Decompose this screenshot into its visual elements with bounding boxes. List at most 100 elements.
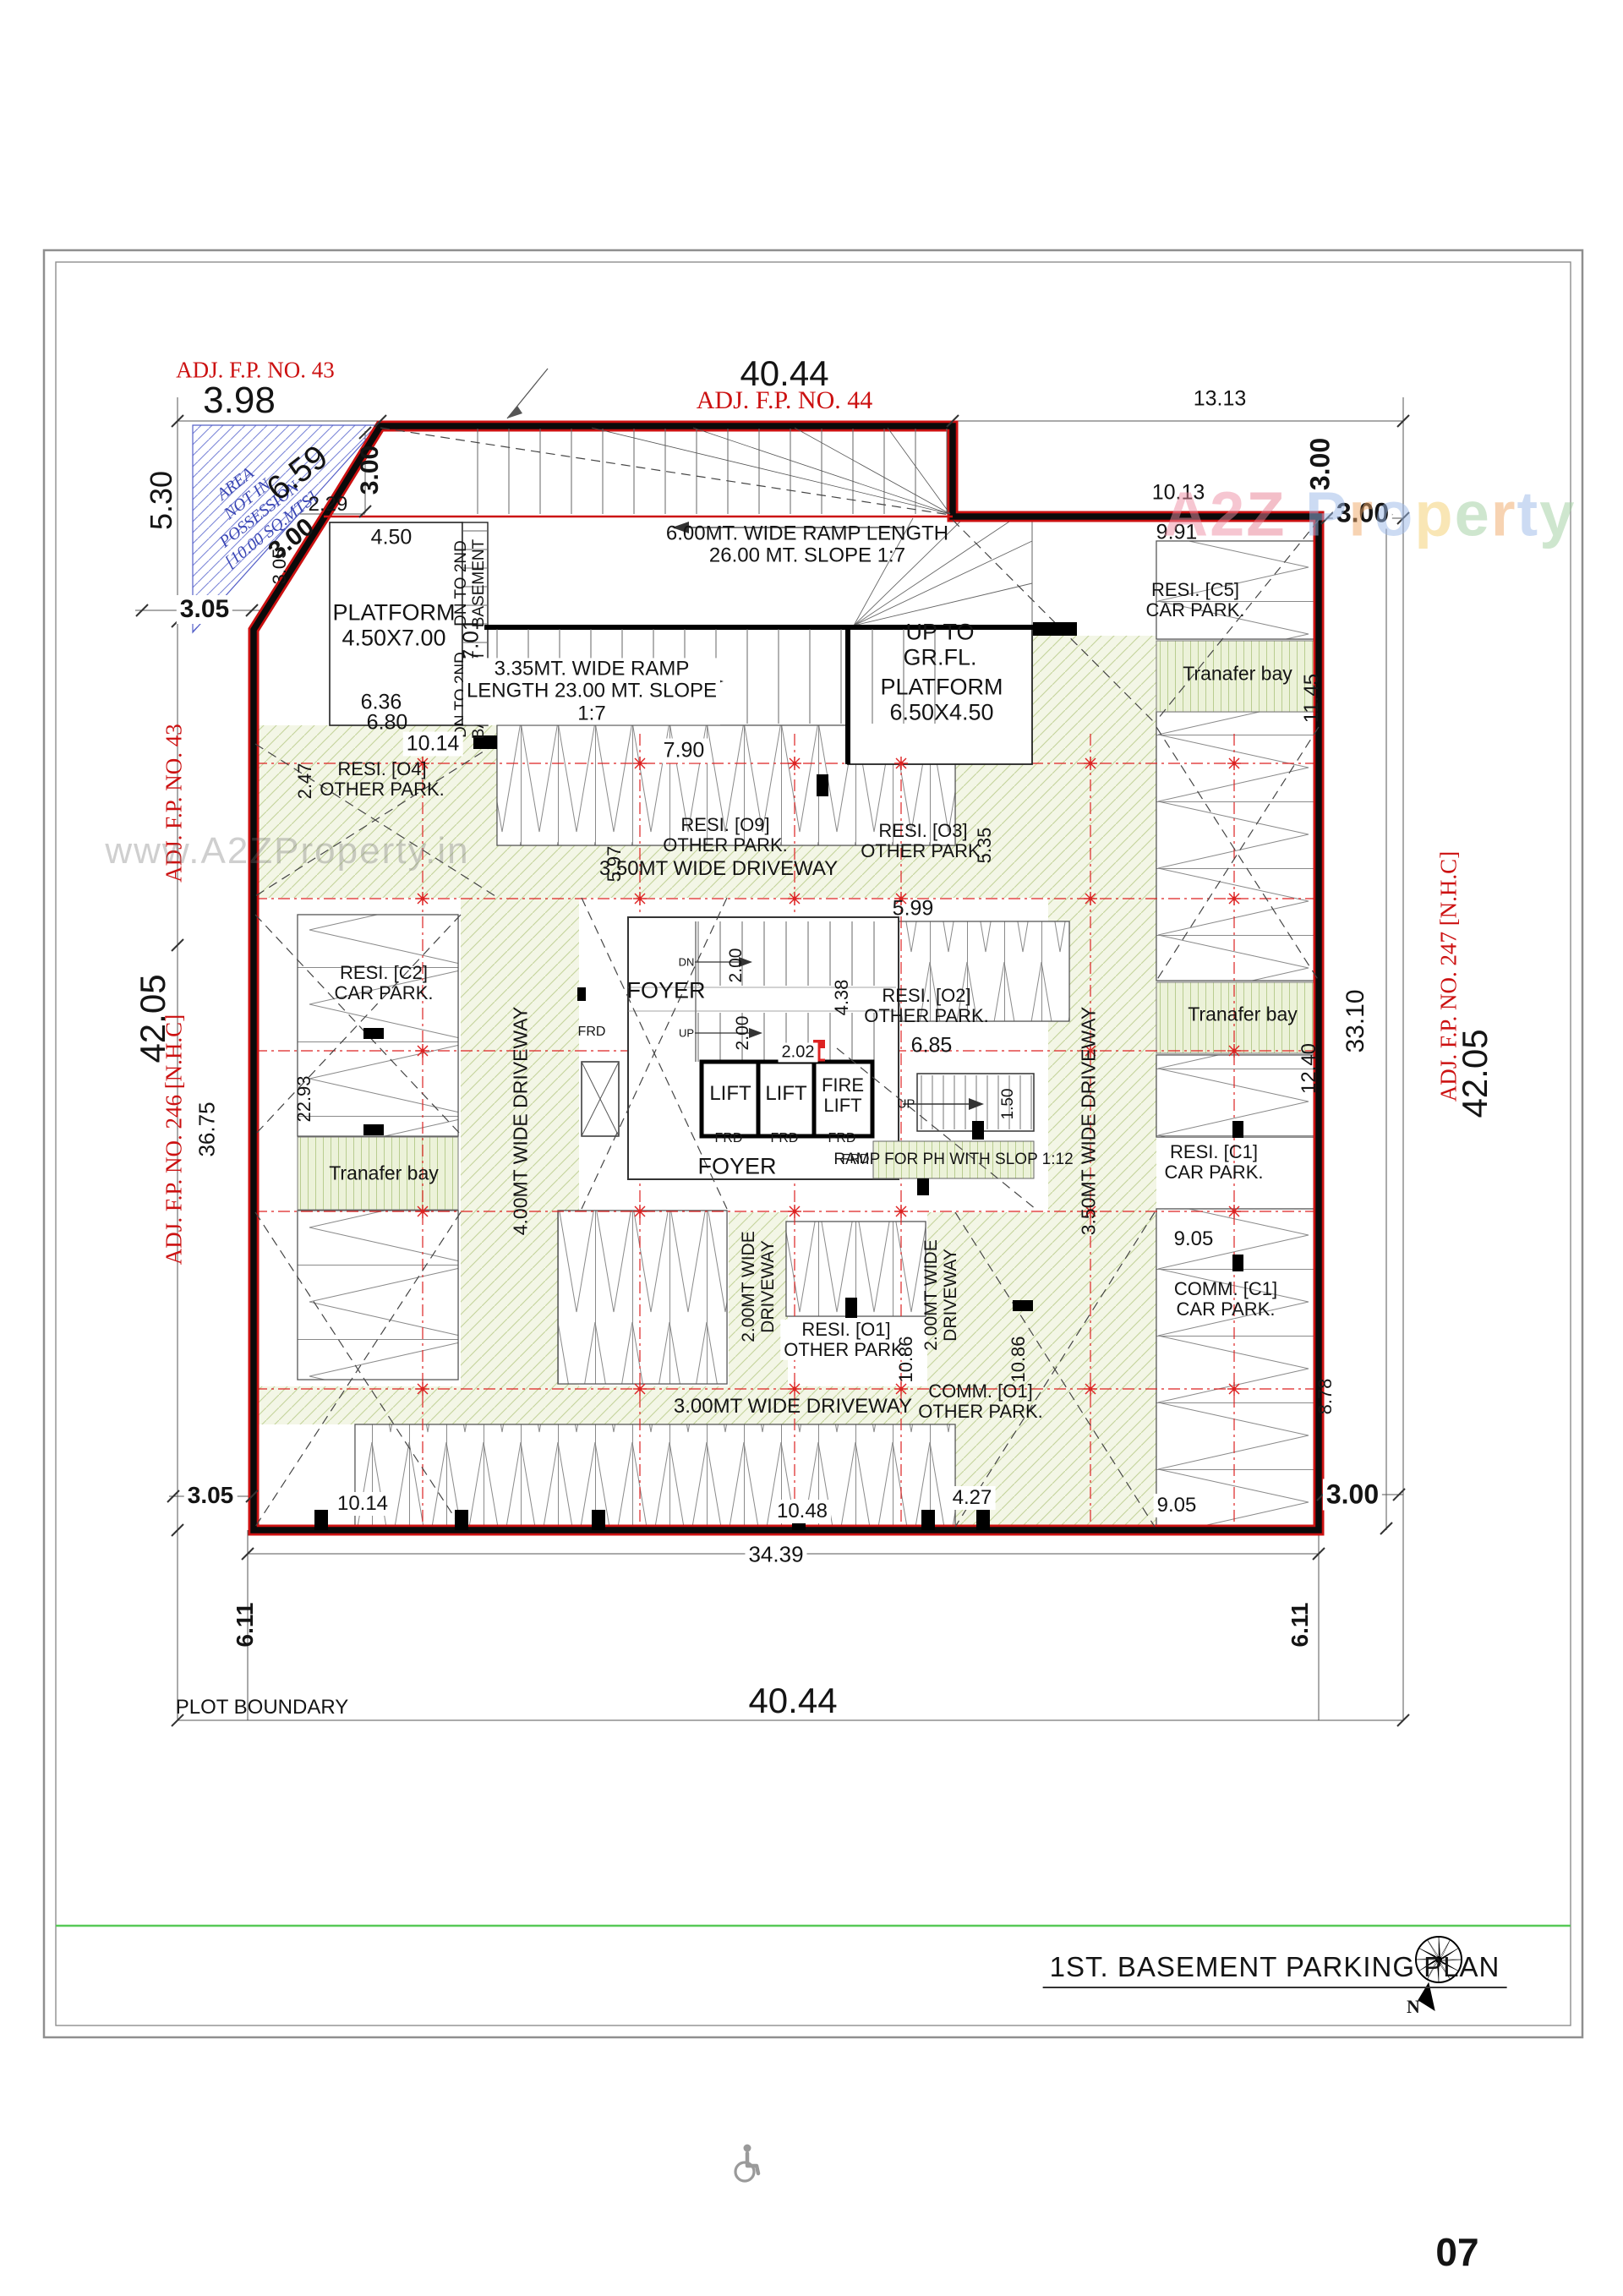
dim-11-45: 11.45 bbox=[1300, 673, 1323, 724]
comm-o1-line1: COMM. [O1] bbox=[928, 1380, 1033, 1402]
page-number: 07 bbox=[1435, 2230, 1479, 2274]
parking-resi-o9-label: RESI. [O9] OTHER PARK. bbox=[663, 813, 788, 856]
fire-lift-line1: FIRE bbox=[821, 1074, 865, 1096]
driveway-350-top-label: 3.50MT WIDE DRIVEWAY bbox=[598, 857, 839, 880]
dim-10-14-bottom: 10.14 bbox=[333, 1492, 392, 1516]
frd-ramp-ph: FRD bbox=[841, 1152, 870, 1167]
parking-resi-o1-label: RESI. [O1] OTHER PARK. bbox=[780, 1318, 912, 1361]
driveway-200-1-label: 2.00MT WIDE DRIVEWAY bbox=[739, 1231, 778, 1342]
dim-6-85: 6.85 bbox=[910, 1033, 953, 1058]
ramp335-line3: 1:7 bbox=[577, 702, 606, 725]
driveway-350-right-label: 3.50MT WIDE DRIVEWAY bbox=[1077, 1006, 1100, 1236]
dim-4-38: 4.38 bbox=[831, 979, 852, 1016]
up-to-grfl-label: UP TO GR.FL. bbox=[903, 620, 976, 670]
adj-plot-44-label: ADJ. F.P. NO. 44 bbox=[696, 386, 873, 414]
resi-o3-line2: OTHER PARK. bbox=[861, 840, 986, 861]
ramp-6m-line1: 6.00MT. WIDE RAMP LENGTH bbox=[665, 522, 949, 545]
dim-33-10: 33.10 bbox=[1342, 989, 1369, 1053]
resi-o1-line1: RESI. [O1] bbox=[801, 1318, 891, 1340]
dim-42-05-right: 42.05 bbox=[1455, 1029, 1495, 1118]
transfer-bay-right-top-label: Tranafer bay bbox=[1183, 662, 1292, 685]
platform-right-size: 6.50X4.50 bbox=[889, 699, 994, 724]
resi-o2-line2: OTHER PARK. bbox=[864, 1005, 989, 1026]
resi-o3-line1: RESI. [O3] bbox=[878, 819, 968, 841]
parking-comm-c1-label: COMM. [C1] CAR PARK. bbox=[1174, 1278, 1277, 1320]
adj-plot-43-top-label: ADJ. F.P. NO. 43 bbox=[176, 357, 335, 383]
dim-2-00-dn: 2.00 bbox=[726, 948, 746, 983]
upto-line2: GR.FL. bbox=[903, 644, 977, 670]
platform-left-line1: PLATFORM bbox=[332, 599, 456, 626]
parking-resi-o4-label: RESI. [O4] OTHER PARK. bbox=[320, 757, 445, 800]
dim-6-11-right: 6.11 bbox=[1287, 1602, 1313, 1648]
comm-c1-line2: CAR PARK. bbox=[1176, 1298, 1276, 1320]
transfer-bay-left-label: Tranafer bay bbox=[329, 1162, 439, 1184]
dim-3-05-vertical: 3.05 bbox=[269, 548, 290, 585]
driveway-400-label: 4.00MT WIDE DRIVEWAY bbox=[509, 1006, 532, 1236]
dim-2-47: 2.47 bbox=[294, 763, 315, 800]
dim-10-13: 10.13 bbox=[1151, 480, 1205, 505]
parking-resi-c5-label: RESI. [C5] CAR PARK. bbox=[1146, 579, 1245, 620]
dim-4-50: 4.50 bbox=[370, 525, 413, 549]
platform-right-line1: PLATFORM bbox=[880, 674, 1003, 700]
parking-resi-c2-label: RESI. [C2] CAR PARK. bbox=[335, 962, 434, 1003]
dim-9-91: 9.91 bbox=[1156, 520, 1198, 544]
drawing-title: 1ST. BASEMENT PARKING PLAN bbox=[1042, 1951, 1507, 1988]
lift2-label: LIFT bbox=[765, 1082, 807, 1105]
fire-lift-line2: LIFT bbox=[823, 1095, 862, 1116]
dim-1-50: 1.50 bbox=[999, 1088, 1017, 1120]
dim-12-40: 12.40 bbox=[1298, 1042, 1320, 1095]
dim-5-30: 5.30 bbox=[144, 470, 178, 531]
dim-9-05-mid: 9.05 bbox=[1173, 1227, 1214, 1250]
dw200-1-line1: 2.00MT WIDE bbox=[738, 1231, 758, 1342]
dim-2-02: 2.02 bbox=[778, 1042, 818, 1063]
adj-plot-246-label: ADJ. F.P. NO. 246 [N.H.C] bbox=[161, 1014, 187, 1266]
ramp-6m-line2: 26.00 MT. SLOPE 1:7 bbox=[708, 544, 906, 567]
parking-resi-o2-label: RESI. [O2] OTHER PARK. bbox=[864, 985, 989, 1026]
dim-3-05-bottom-left: 3.05 bbox=[183, 1482, 238, 1509]
dim-3-98: 3.98 bbox=[203, 380, 276, 421]
comm-o1-line2: OTHER PARK. bbox=[918, 1401, 1043, 1422]
dim-10-14-top: 10.14 bbox=[402, 731, 463, 757]
dim-4-27: 4.27 bbox=[948, 1486, 996, 1510]
ramp-ph-label: RAMP FOR PH WITH SLOP 1:12 bbox=[833, 1151, 1074, 1168]
dim-2-29: 2.29 bbox=[308, 493, 348, 516]
dw200-2-line1: 2.00MT WIDE bbox=[921, 1239, 941, 1351]
dim-2-00-up: 2.00 bbox=[733, 1015, 752, 1051]
dim-34-39: 34.39 bbox=[745, 1541, 807, 1568]
frd-lift1: FRD bbox=[714, 1131, 743, 1145]
dim-3-05-left: 3.05 bbox=[176, 595, 233, 624]
dim-6-80: 6.80 bbox=[366, 710, 408, 735]
resi-o9-line1: RESI. [O9] bbox=[680, 813, 770, 835]
resi-o4-line1: RESI. [O4] bbox=[337, 757, 427, 779]
foyer-bottom-label: FOYER bbox=[697, 1153, 777, 1179]
resi-c1-line1: RESI. [C1] bbox=[1170, 1140, 1258, 1162]
dim-40-44-bottom: 40.44 bbox=[748, 1681, 838, 1720]
parking-resi-c1-label: RESI. [C1] CAR PARK. bbox=[1165, 1140, 1264, 1183]
dim-9-05-bottom: 9.05 bbox=[1153, 1494, 1200, 1517]
dim-36-75: 36.75 bbox=[194, 1102, 220, 1157]
dim-3-00-top-left: 3.00 bbox=[356, 445, 384, 495]
frd-foyer-left: FRD bbox=[577, 1025, 606, 1039]
dw200-2-line2: DRIVEWAY bbox=[941, 1249, 960, 1342]
platform-left-label: PLATFORM 4.50X7.00 bbox=[332, 600, 455, 650]
dim-13-13: 13.13 bbox=[1193, 386, 1247, 411]
resi-o1-line2: OTHER PARK. bbox=[784, 1339, 909, 1360]
platform-left-size: 4.50X7.00 bbox=[342, 625, 446, 650]
watermark-right: A2Z Property bbox=[1162, 478, 1577, 549]
up-label-right-stair: UP bbox=[897, 1096, 915, 1112]
ramp-335-label: 3.35MT. WIDE RAMP LENGTH 23.00 MT. SLOPE… bbox=[462, 658, 721, 725]
dim-8-78: 8.78 bbox=[1314, 1378, 1336, 1415]
fire-lift-label: FIRE LIFT bbox=[821, 1074, 865, 1116]
plot-boundary-label: PLOT BOUNDARY bbox=[175, 1696, 349, 1719]
north-letter: N bbox=[1407, 1996, 1420, 2017]
dim-10-86-b: 10.86 bbox=[1008, 1336, 1029, 1383]
dim-7-90: 7.90 bbox=[659, 738, 708, 763]
dn2nd-u2: BASEMENT bbox=[470, 538, 488, 628]
dw200-1-line2: DRIVEWAY bbox=[758, 1240, 778, 1333]
driveway-200-2-label: 2.00MT WIDE DRIVEWAY bbox=[921, 1239, 960, 1350]
resi-o4-line2: OTHER PARK. bbox=[320, 779, 445, 800]
driveway-300-label: 3.00MT WIDE DRIVEWAY bbox=[673, 1395, 913, 1418]
dim-40-44-top: 40.44 bbox=[740, 353, 829, 393]
dim-6-36: 6.36 bbox=[360, 690, 402, 714]
